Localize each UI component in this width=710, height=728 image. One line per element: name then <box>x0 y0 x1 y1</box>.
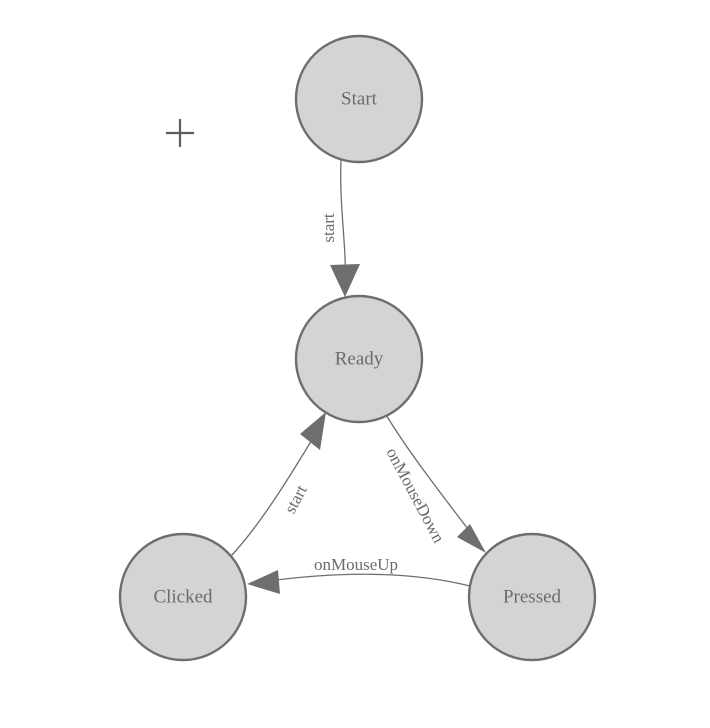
node-start-label: Start <box>341 88 378 109</box>
edge-line-pressed-to-clicked <box>261 573 471 587</box>
node-clicked[interactable]: Clicked <box>118 532 248 662</box>
node-pressed[interactable]: Pressed <box>467 532 597 662</box>
arrowhead-into-clicked <box>247 570 280 594</box>
edge-start-to-ready[interactable]: start <box>319 159 360 297</box>
node-clicked-label: Clicked <box>153 586 213 607</box>
node-start-circle[interactable] <box>294 34 424 164</box>
plus-marker-icon[interactable] <box>166 119 194 147</box>
edge-label-start-to-ready: start <box>319 213 338 243</box>
node-clicked-circle[interactable] <box>118 532 248 662</box>
arrowhead-into-pressed <box>457 524 486 553</box>
arrowhead-into-ready-from-clicked <box>300 412 326 450</box>
edge-label-clicked-to-ready: start <box>280 482 311 517</box>
edge-pressed-to-clicked[interactable]: onMouseUp <box>247 555 471 594</box>
node-ready-label: Ready <box>335 348 384 369</box>
edge-label-pressed-to-clicked: onMouseUp <box>314 555 398 574</box>
edge-line-clicked-to-ready <box>230 432 317 557</box>
arrowhead-into-ready-from-start <box>330 264 360 297</box>
edge-clicked-to-ready[interactable]: start <box>230 412 326 557</box>
edge-line-start-to-ready <box>340 159 346 283</box>
node-ready-circle[interactable] <box>294 294 424 424</box>
node-pressed-circle[interactable] <box>467 532 597 662</box>
edge-ready-to-pressed[interactable]: onMouseDown <box>382 412 486 553</box>
node-ready[interactable]: Ready <box>294 294 424 424</box>
node-start[interactable]: Start <box>294 34 424 164</box>
node-pressed-label: Pressed <box>503 586 562 607</box>
